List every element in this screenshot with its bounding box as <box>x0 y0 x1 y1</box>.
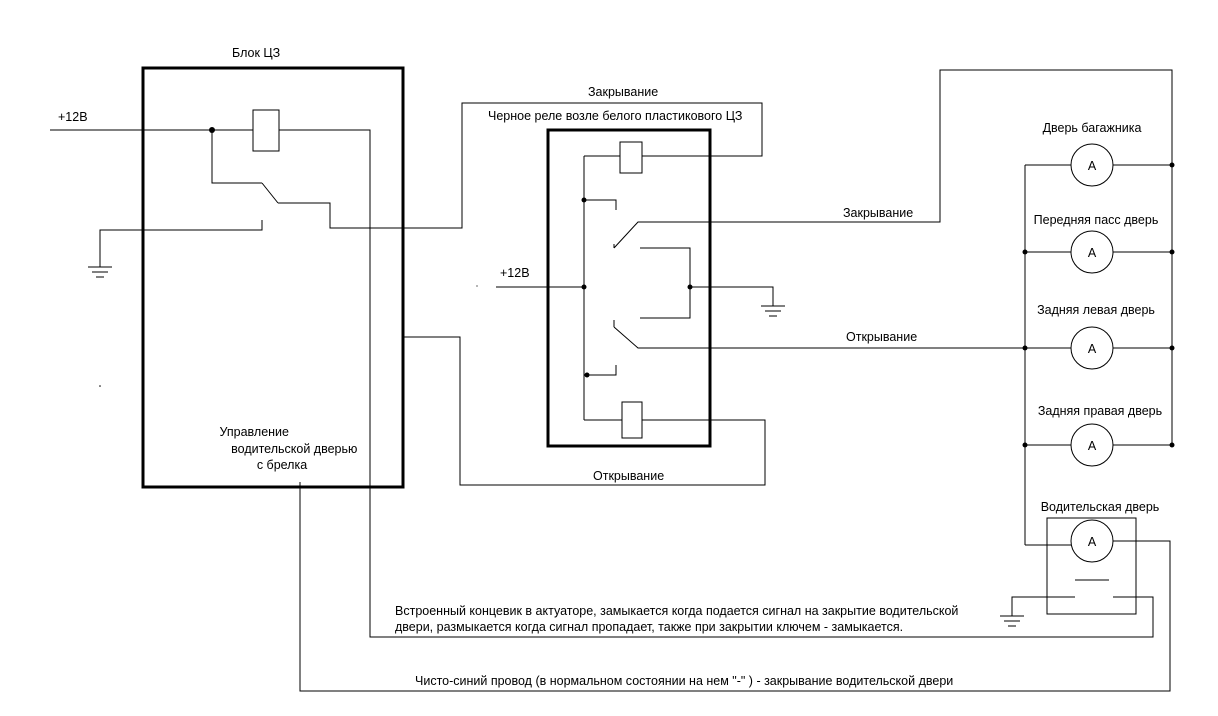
central-lock-block <box>141 66 405 489</box>
note-blue-wire: Чисто-синий провод (в нормальном состоян… <box>415 674 953 688</box>
wire-relay-common <box>211 130 262 184</box>
actuator-symbol: A <box>1088 535 1097 549</box>
actuator-icon <box>1070 423 1114 467</box>
block-title: Блок ЦЗ <box>232 46 280 60</box>
actuator-icon <box>1070 519 1114 563</box>
actuator-symbol: A <box>1088 439 1097 453</box>
junction-dot <box>581 284 587 290</box>
open-label-bottom: Открывание <box>593 469 664 483</box>
door-rear-left: Задняя левая дверь A <box>1037 303 1155 370</box>
wire-ground-right <box>1011 596 1075 616</box>
relay-coil-top <box>619 141 643 174</box>
wire-ground-mid <box>690 286 774 306</box>
black-relay-block <box>546 128 712 448</box>
relay-coil-block <box>252 109 280 152</box>
driver-actuator-box <box>1046 517 1137 615</box>
wire-close-signal <box>278 102 763 229</box>
open-label-right: Открывание <box>846 330 917 344</box>
plus12v-label-mid: +12В <box>500 266 530 280</box>
door-label: Дверь багажника <box>1043 121 1142 135</box>
door-label: Задняя левая дверь <box>1037 303 1155 317</box>
wire-relay-ground-loop <box>640 247 691 319</box>
black-relay-label: Черное реле возле белого пластикового ЦЗ <box>488 109 743 123</box>
plus12v-label-left: +12В <box>58 110 88 124</box>
actuator-symbol: A <box>1088 159 1097 173</box>
actuator-icon <box>1070 326 1114 370</box>
actuator-icon <box>1070 230 1114 274</box>
door-rear-right: Задняя правая дверь A <box>1038 404 1162 467</box>
close-label-top: Закрывание <box>588 85 658 99</box>
door-label: Задняя правая дверь <box>1038 404 1162 418</box>
close-label-right: Закрывание <box>843 206 913 220</box>
actuator-symbol: A <box>1088 246 1097 260</box>
wire-open-doors <box>613 326 1025 349</box>
door-label: Передняя пасс дверь <box>1034 213 1159 227</box>
relay-switch-contact <box>261 182 279 204</box>
driver-control-label: Управление водительской дверью с брелка <box>220 425 361 472</box>
wire-blue-driver <box>299 482 1171 692</box>
door-trunk: Дверь багажника A <box>1043 121 1142 187</box>
wire-limit-switch <box>279 129 1154 638</box>
relay-coil-bottom <box>621 401 643 439</box>
wire-ground-left <box>99 220 263 267</box>
note-limit-switch: Встроенный концевик в актуаторе, замыкае… <box>395 604 962 634</box>
door-front-passenger: Передняя пасс дверь A <box>1034 213 1159 274</box>
door-driver: Водительская дверь A <box>1041 500 1160 615</box>
wire-open-signal <box>403 336 766 486</box>
actuator-symbol: A <box>1088 342 1097 356</box>
actuator-icon <box>1070 143 1114 187</box>
door-label: Водительская дверь <box>1041 500 1160 514</box>
